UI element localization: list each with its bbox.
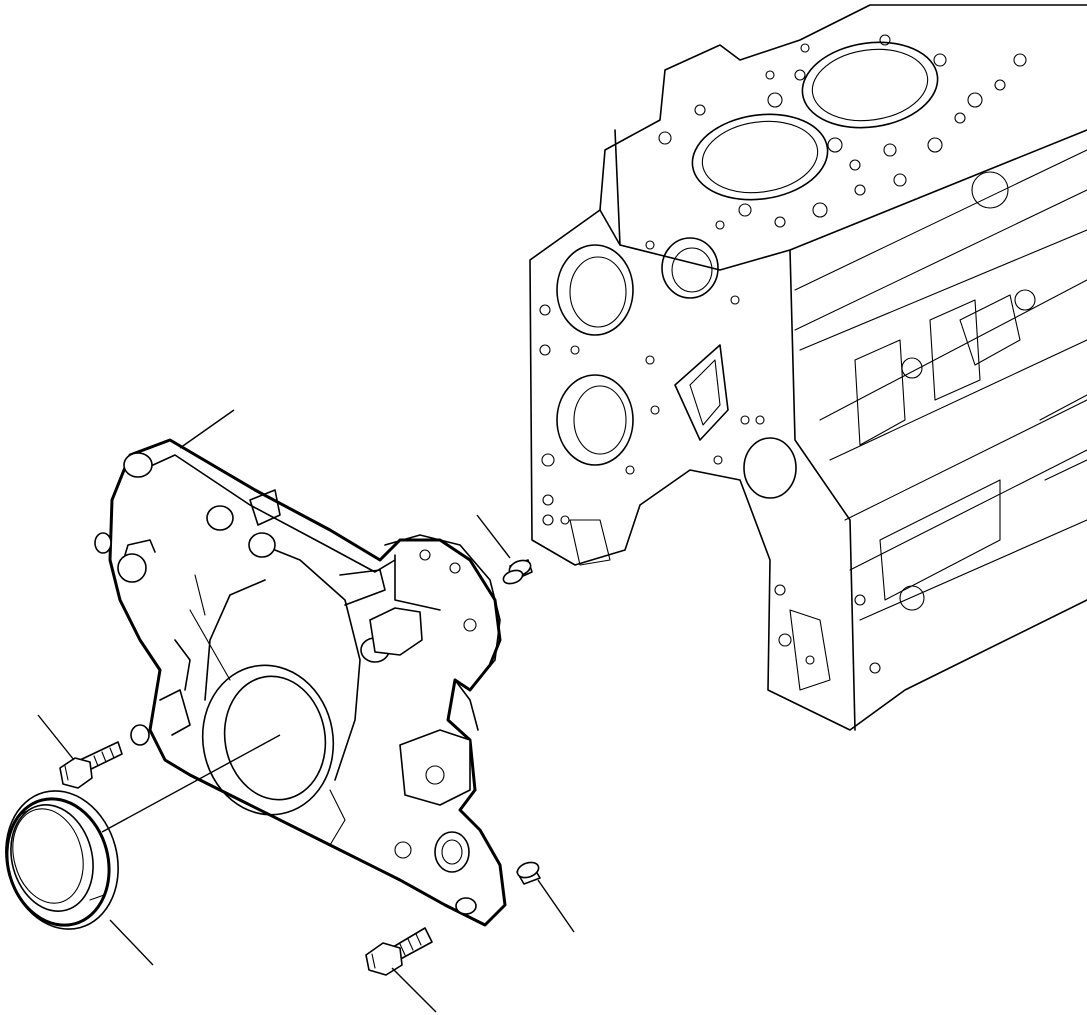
leader-bore-to-seal — [101, 734, 281, 833]
cylinder-block — [529, 4, 1087, 731]
flange-bolt — [59, 741, 123, 789]
dowel-pin-upper — [502, 559, 533, 585]
leader-front-cover — [179, 409, 235, 449]
leader-bolt-upper — [37, 714, 75, 761]
dowel-pin-lower — [516, 861, 541, 885]
leader-bolt-lower — [391, 967, 437, 1013]
front-cover — [94, 438, 507, 927]
front-oil-seal — [5, 790, 119, 930]
flange-bolt-lower — [365, 927, 433, 976]
leader-oil-seal — [109, 919, 154, 966]
leader-dowel-lower — [537, 879, 575, 933]
leader-dowel-upper — [476, 514, 511, 559]
